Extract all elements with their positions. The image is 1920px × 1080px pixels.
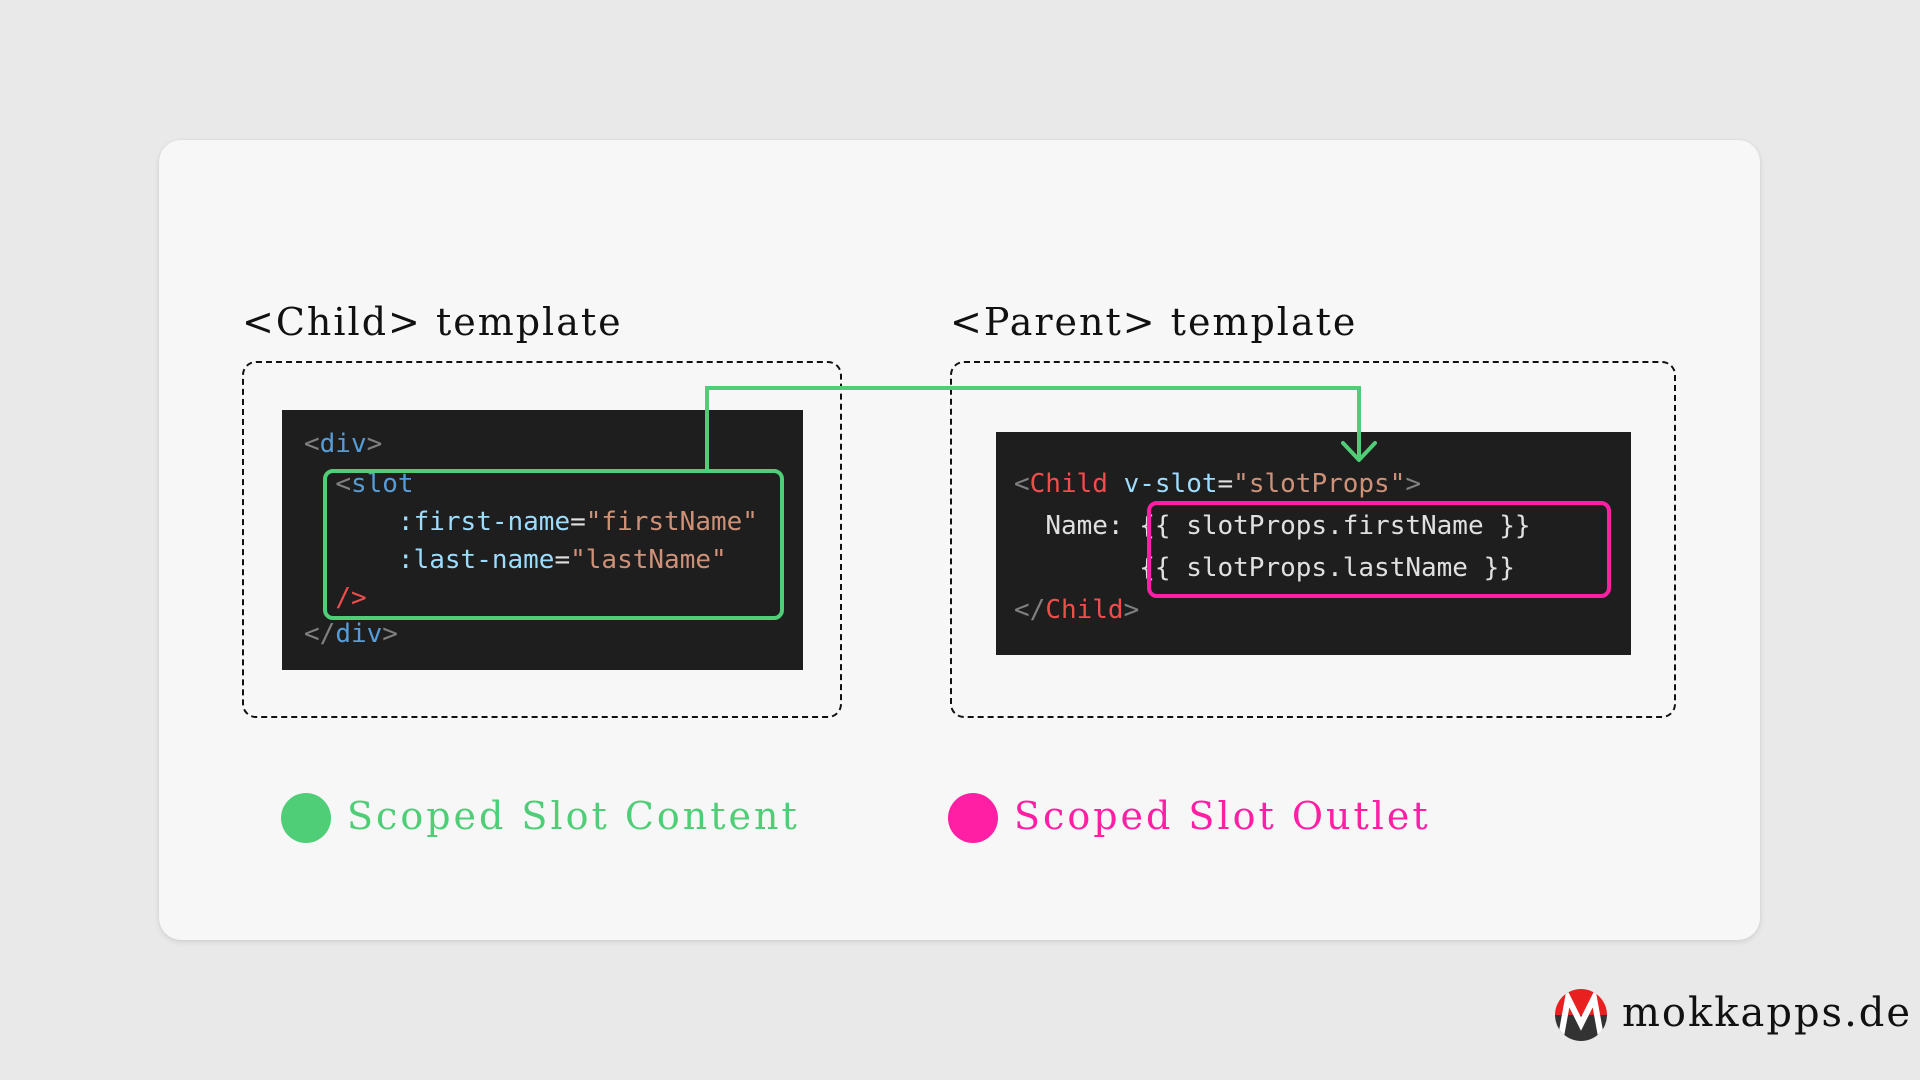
code-line: </Child> <box>1014 592 1139 628</box>
code-line: <Child v-slot="slotProps"> <box>1014 466 1421 502</box>
code-token: {{ slotProps.lastName }} <box>1139 553 1515 583</box>
code-token: /> <box>335 583 367 613</box>
code-line: Name: {{ slotProps.firstName }} <box>1014 508 1531 544</box>
child-template-frame <box>242 361 842 718</box>
code-token: :last-name <box>397 545 555 575</box>
code-line: /> <box>304 580 367 616</box>
code-token: Name: <box>1045 511 1140 541</box>
code-token: div <box>319 429 367 459</box>
code-token: > <box>1405 469 1422 499</box>
code-token: = <box>570 507 586 537</box>
code-line: :first-name="firstName" <box>304 504 758 540</box>
outlet-legend-label: Scoped Slot Outlet <box>1014 794 1431 838</box>
code-token: </ <box>1014 595 1046 625</box>
code-token: > <box>382 619 398 649</box>
scoped-slot-outlet-highlight <box>1147 501 1611 598</box>
code-token: < <box>304 429 320 459</box>
code-token: Child <box>1029 469 1108 499</box>
code-token: "slotProps" <box>1233 469 1406 499</box>
code-token: "firstName" <box>585 507 758 537</box>
code-token: = <box>1217 469 1234 499</box>
code-token: {{ slotProps.firstName }} <box>1139 511 1531 541</box>
code-line: {{ slotProps.lastName }} <box>1014 550 1515 586</box>
parent-template-title: <Parent> template <box>950 300 1358 344</box>
code-token: < <box>335 469 351 499</box>
code-line: </div> <box>304 616 398 652</box>
code-token: < <box>1014 469 1030 499</box>
content-legend-label: Scoped Slot Content <box>347 794 800 838</box>
code-token: = <box>554 545 571 575</box>
code-line: :last-name="lastName" <box>304 542 727 578</box>
code-token: div <box>335 619 383 649</box>
code-token: > <box>1123 595 1140 625</box>
code-token: Child <box>1045 595 1124 625</box>
child-template-title: <Child> template <box>242 300 623 344</box>
code-line: <div> <box>304 426 382 462</box>
child-code-block: <div> <slot :first-name="firstName" :las… <box>282 410 803 670</box>
parent-template-frame <box>950 361 1676 718</box>
outlet-legend-dot-icon <box>948 793 998 843</box>
code-line: <slot <box>304 466 414 502</box>
mokkapps-logo-icon <box>1555 989 1607 1041</box>
content-legend-dot-icon <box>281 793 331 843</box>
code-token: v-slot <box>1123 469 1218 499</box>
brand-name: mokkapps.de <box>1622 990 1913 1036</box>
code-token: "lastName" <box>570 545 727 575</box>
code-token: > <box>366 429 383 459</box>
parent-code-block: <Child v-slot="slotProps"> Name: {{ slot… <box>996 432 1631 655</box>
code-token: :first-name <box>397 507 571 537</box>
scoped-slot-content-highlight <box>323 469 784 620</box>
code-token: </ <box>304 619 336 649</box>
code-token: slot <box>350 469 414 499</box>
